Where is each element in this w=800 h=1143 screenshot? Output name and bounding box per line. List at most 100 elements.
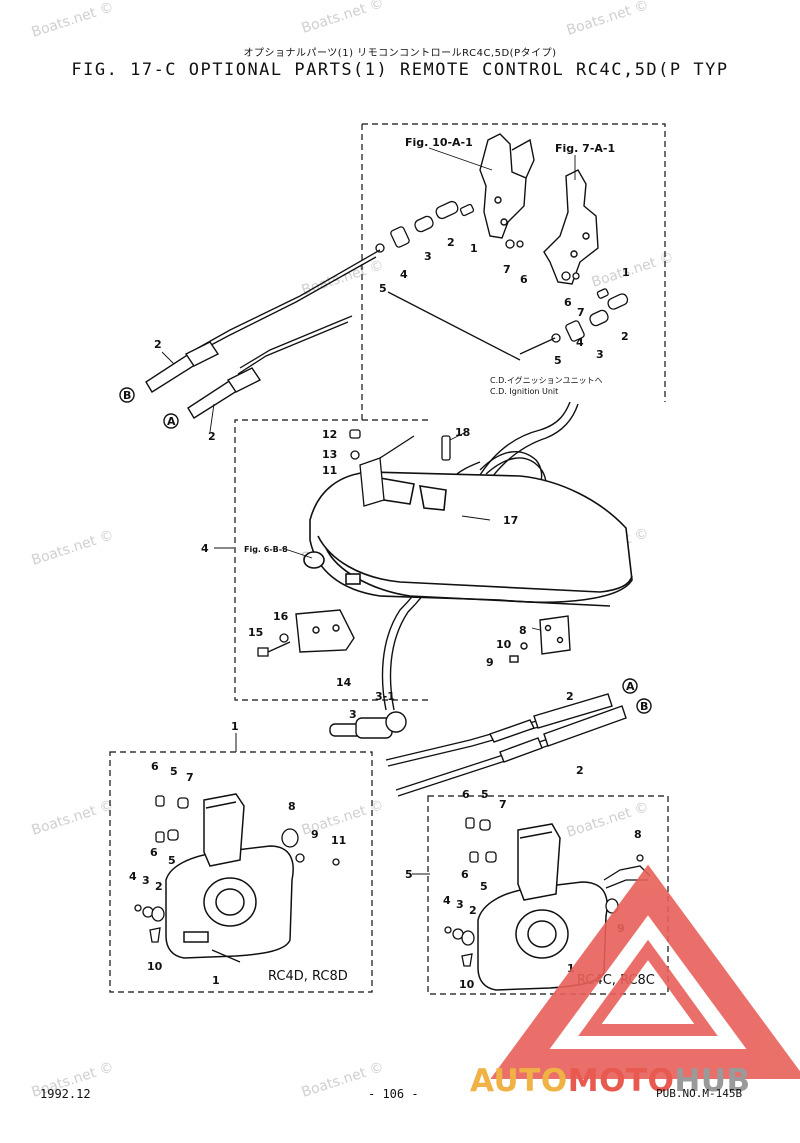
svg-text:5: 5: [170, 765, 178, 778]
ref-fig-7a1: Fig. 7-A-1: [555, 142, 615, 155]
svg-text:2: 2: [469, 904, 477, 917]
svg-text:18: 18: [455, 426, 470, 439]
rc4c-box: [427, 795, 669, 995]
connector-a-label: A: [167, 415, 176, 428]
svg-text:2: 2: [208, 430, 216, 443]
svg-text:8: 8: [634, 828, 642, 841]
svg-text:3-1: 3-1: [375, 690, 395, 703]
leader-lines: [161, 147, 576, 875]
svg-text:1: 1: [212, 974, 220, 987]
footer-date: 1992.12: [40, 1087, 91, 1101]
cable-b: [119, 341, 220, 403]
svg-text:10: 10: [459, 978, 475, 991]
svg-text:4: 4: [201, 542, 209, 555]
footer-page-number: - 106 -: [368, 1087, 419, 1101]
svg-text:6: 6: [564, 296, 572, 309]
svg-text:3: 3: [456, 898, 464, 911]
brand-logo-icon: [490, 864, 800, 1079]
svg-text:15: 15: [248, 626, 263, 639]
svg-text:1: 1: [231, 720, 239, 733]
svg-text:1: 1: [567, 962, 575, 975]
svg-text:12: 12: [322, 428, 337, 441]
svg-text:4: 4: [443, 894, 451, 907]
part-numbers-upper: 1 2 3 4 5 7 6 1 6 7 2 3 4 5 2 2 12 13 11…: [154, 236, 630, 777]
bracket-10a1: [479, 133, 535, 239]
cable-a: [163, 367, 262, 429]
svg-text:3: 3: [596, 348, 604, 361]
cable-end-parts-lower: [551, 271, 629, 343]
page-title: FIG. 17-C OPTIONAL PARTS(1) REMOTE CONTR…: [71, 60, 729, 80]
svg-text:2: 2: [566, 690, 574, 703]
svg-text:1: 1: [470, 242, 478, 255]
bolt-15: [257, 633, 291, 657]
svg-text:11: 11: [322, 464, 337, 477]
connector-b-label: B: [123, 389, 131, 402]
svg-text:2: 2: [621, 330, 629, 343]
svg-text:4: 4: [129, 870, 137, 883]
svg-text:5: 5: [405, 868, 413, 881]
svg-text:7: 7: [503, 263, 511, 276]
rc4d-box: [109, 751, 373, 993]
svg-text:1: 1: [622, 266, 630, 279]
svg-text:5: 5: [481, 788, 489, 801]
footer-publication-number: PUB.NO.M-145B: [656, 1087, 743, 1100]
ref-cd-jp: C.D.イグニッションユニットへ: [490, 375, 603, 385]
rc4c-small-parts: [444, 817, 651, 967]
svg-text:7: 7: [577, 306, 585, 319]
svg-text:2: 2: [576, 764, 584, 777]
ref-fig-10a1: Fig. 10-A-1: [405, 136, 473, 149]
remote-rc4d: [165, 793, 294, 959]
brand-part-moto: MOTO: [567, 1063, 675, 1099]
svg-text:3: 3: [349, 708, 357, 721]
remote-rc4c: [477, 823, 608, 991]
ref-cd-en: C.D. Ignition Unit: [490, 387, 558, 396]
svg-text:6: 6: [520, 273, 528, 286]
svg-text:17: 17: [503, 514, 518, 527]
svg-text:6: 6: [151, 760, 159, 773]
brand-wordmark: AUTOMOTOHUB: [470, 1063, 751, 1099]
svg-text:6: 6: [150, 846, 158, 859]
brand-part-auto: AUTO: [470, 1063, 568, 1099]
plug-3: [329, 711, 407, 739]
svg-text:11: 11: [331, 834, 346, 847]
svg-text:5: 5: [379, 282, 387, 295]
ref-fig-6b8: Fig. 6-B-8: [244, 545, 288, 554]
connector-a-label-lower: A: [626, 680, 635, 693]
upper-boundary: [234, 123, 666, 701]
model-label-left: RC4D, RC8D: [268, 969, 348, 984]
bracket-lower: [295, 609, 355, 653]
bracket-7a1: [543, 169, 599, 285]
control-cables-top: [197, 249, 556, 375]
svg-text:2: 2: [447, 236, 455, 249]
svg-text:5: 5: [554, 354, 562, 367]
svg-text:7: 7: [499, 798, 507, 811]
svg-text:8: 8: [519, 624, 527, 637]
rc4d-small-parts: [134, 795, 340, 963]
svg-text:14: 14: [336, 676, 352, 689]
svg-text:6: 6: [462, 788, 470, 801]
svg-text:7: 7: [186, 771, 194, 784]
brand-part-hub: HUB: [674, 1063, 751, 1099]
svg-text:9: 9: [311, 828, 319, 841]
svg-text:6: 6: [461, 868, 469, 881]
plate-8: [509, 615, 571, 663]
svg-text:3: 3: [424, 250, 432, 263]
svg-text:5: 5: [168, 854, 176, 867]
svg-text:3: 3: [142, 874, 150, 887]
svg-text:2: 2: [155, 880, 163, 893]
control-box: [303, 471, 633, 607]
cables-lower-sleeves: [489, 678, 652, 763]
svg-text:13: 13: [322, 448, 337, 461]
svg-text:4: 4: [400, 268, 408, 281]
svg-text:10: 10: [147, 960, 163, 973]
svg-text:16: 16: [273, 610, 289, 623]
svg-text:5: 5: [480, 880, 488, 893]
svg-text:9: 9: [486, 656, 494, 669]
svg-text:8: 8: [288, 800, 296, 813]
cable-end-parts-upper: [375, 200, 524, 253]
svg-text:2: 2: [154, 338, 162, 351]
switch-parts: [349, 429, 451, 507]
svg-text:10: 10: [496, 638, 512, 651]
svg-text:4: 4: [576, 336, 584, 349]
